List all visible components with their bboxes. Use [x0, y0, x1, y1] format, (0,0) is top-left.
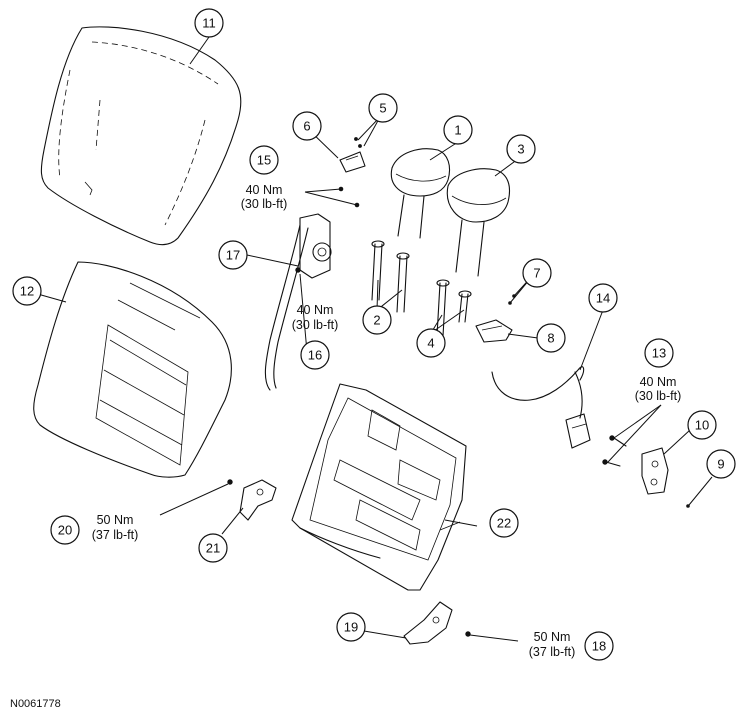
callout-11: 11 [194, 8, 224, 38]
callout-number: 6 [303, 119, 310, 134]
callout-16: 16 [300, 340, 330, 370]
belt-fasteners [338, 186, 360, 208]
callout-number: 14 [596, 291, 610, 306]
head-restraint-guides-4 [436, 279, 472, 337]
callout-number: 16 [308, 348, 322, 363]
callout-number: 4 [427, 336, 434, 351]
torque-nm: 40 Nm [246, 183, 283, 197]
callout-number: 13 [652, 346, 666, 361]
bracket-and-screws [339, 137, 366, 173]
torque-spec-20: 50 Nm (37 lb-ft) [92, 513, 139, 542]
screw-9 [686, 504, 690, 508]
seat-back-frame [291, 383, 467, 591]
seat-belt-retractor [264, 213, 332, 391]
callout-12: 12 [12, 276, 42, 306]
callout-number: 22 [497, 516, 511, 531]
callout-number: 17 [226, 248, 240, 263]
callout-4: 4 [416, 328, 446, 358]
callout-9: 9 [706, 449, 736, 479]
torque-lbft: (37 lb-ft) [92, 528, 139, 542]
torque-lbft: (30 lb-ft) [241, 197, 288, 211]
callout-number: 7 [533, 266, 540, 281]
callout-number: 1 [454, 123, 461, 138]
release-cable [491, 366, 591, 449]
torque-spec-16: 40 Nm (30 lb-ft) [292, 303, 339, 332]
callout-6: 6 [292, 111, 322, 141]
callout-number: 8 [547, 331, 554, 346]
torque-spec-18: 50 Nm (37 lb-ft) [529, 630, 576, 659]
callout-14: 14 [588, 283, 618, 313]
callout-13: 13 [644, 338, 674, 368]
head-restraint-right [446, 168, 511, 277]
callout-number: 9 [717, 457, 724, 472]
callout-number: 20 [58, 523, 72, 538]
latch-bolts [602, 435, 627, 467]
callout-1: 1 [443, 115, 473, 145]
figure-id: N0061778 [10, 698, 61, 710]
torque-nm: 50 Nm [534, 630, 571, 644]
torque-lbft: (37 lb-ft) [529, 645, 576, 659]
seat-back-cover [40, 26, 242, 246]
latch-handle [475, 319, 513, 343]
callout-3: 3 [506, 134, 536, 164]
callout-number: 5 [379, 101, 386, 116]
leader-lines [26, 36, 713, 642]
callout-number: 18 [592, 639, 606, 654]
callout-22: 22 [489, 508, 519, 538]
torque-lbft: (30 lb-ft) [292, 318, 339, 332]
head-restraint-guides-2 [371, 240, 410, 313]
callout-7: 7 [522, 258, 552, 288]
torque-nm: 40 Nm [297, 303, 334, 317]
callout-number: 3 [517, 142, 524, 157]
callout-number: 21 [206, 541, 220, 556]
callout-number: 11 [202, 16, 216, 31]
callout-15: 15 [249, 145, 279, 175]
seat-back-latch [641, 447, 669, 495]
callout-2: 2 [362, 305, 392, 335]
callout-number: 12 [20, 284, 34, 299]
callout-19: 19 [336, 612, 366, 642]
callout-21: 21 [198, 533, 228, 563]
torque-nm: 40 Nm [640, 375, 677, 389]
callout-8: 8 [536, 323, 566, 353]
hinge-bracket-left [227, 479, 277, 521]
callout-5: 5 [368, 93, 398, 123]
callout-10: 10 [687, 410, 717, 440]
torque-spec-13: 40 Nm (30 lb-ft) [635, 375, 682, 403]
callout-20: 20 [50, 515, 80, 545]
hinge-bracket-right [403, 601, 453, 645]
torque-spec-15: 40 Nm (30 lb-ft) [241, 183, 288, 211]
head-restraint-left [390, 148, 451, 239]
seat-back-pad [33, 261, 232, 478]
bolt-18 [465, 631, 471, 637]
torque-lbft: (30 lb-ft) [635, 389, 682, 403]
callout-18: 18 [584, 631, 614, 661]
callout-number: 2 [373, 313, 380, 328]
callout-number: 15 [257, 153, 271, 168]
callout-number: 10 [695, 418, 709, 433]
callout-number: 19 [344, 620, 358, 635]
callout-17: 17 [218, 240, 248, 270]
torque-nm: 50 Nm [97, 513, 134, 527]
